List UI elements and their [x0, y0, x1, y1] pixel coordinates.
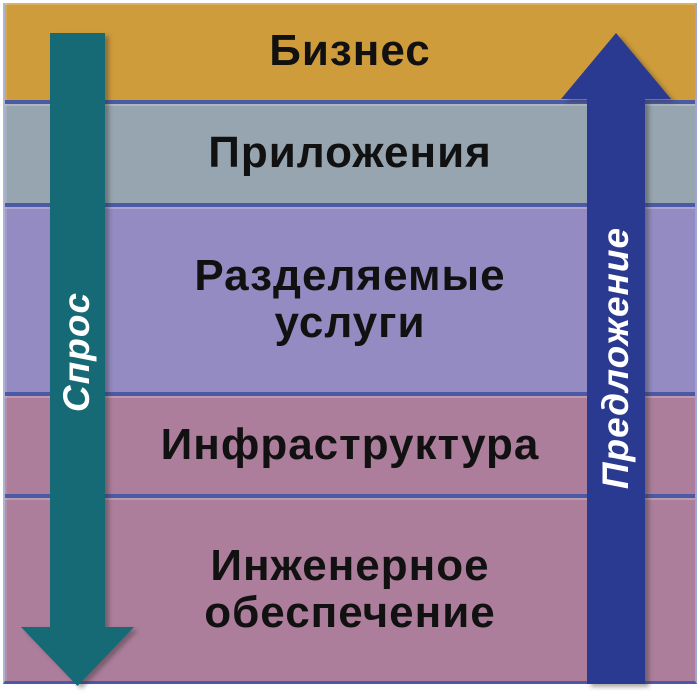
supply-arrow-label: Предложение	[595, 226, 636, 490]
layer-applications: Приложения	[5, 100, 695, 203]
layer-business-label: Бизнес	[269, 26, 431, 76]
layer-facilities-label-line1: Инженерное	[210, 541, 490, 591]
layer-infrastructure-label: Инфраструктура	[160, 419, 540, 469]
layer-applications-label: Приложения	[208, 128, 492, 178]
layer-shared-services-label-line2: услуги	[274, 297, 426, 347]
layer-shared-services-label-line1: Разделяемые	[194, 251, 506, 301]
layer-facilities: Инженерное обеспечение	[5, 494, 695, 681]
demand-arrow-label: Спрос	[56, 291, 97, 413]
layer-facilities-label-line2: обеспечение	[204, 587, 496, 637]
layer-business: Бизнес	[5, 3, 695, 100]
